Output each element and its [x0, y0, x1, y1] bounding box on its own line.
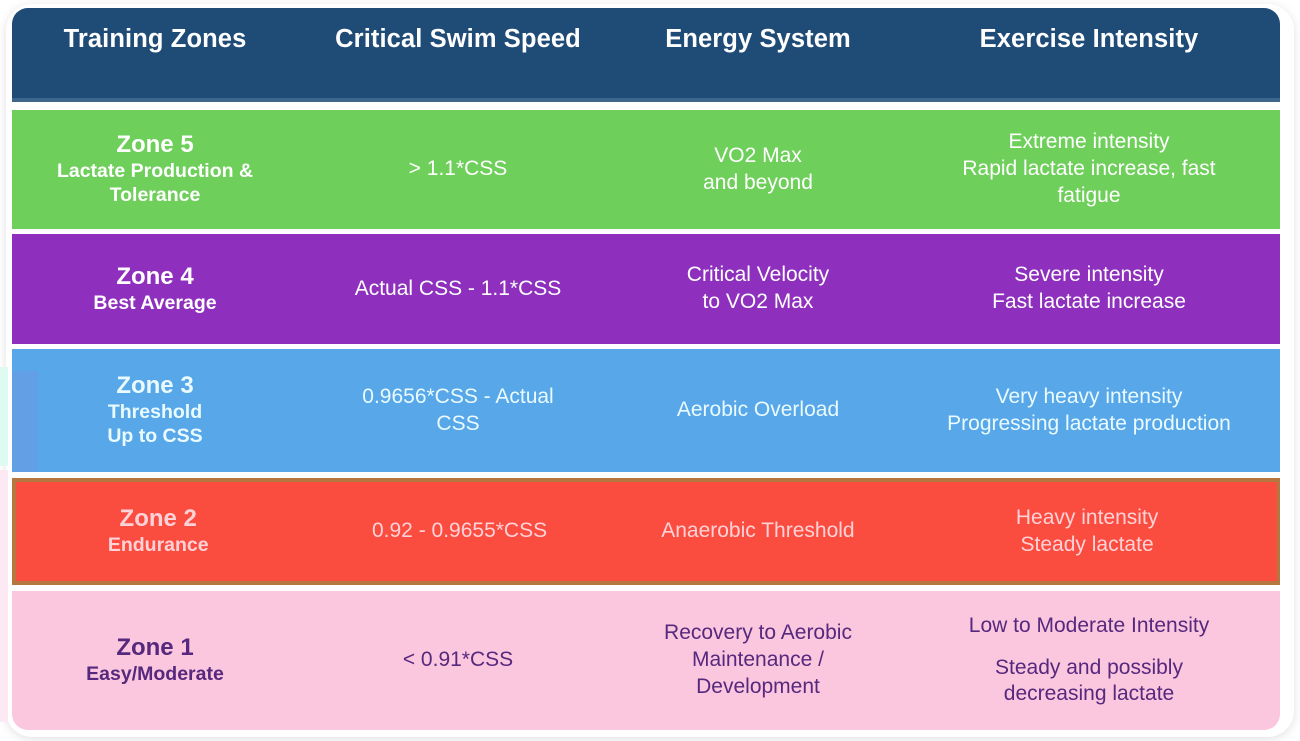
zone-5-intensity-line-3: fatigue: [1057, 183, 1121, 207]
zone-3-title: Zone 3: [116, 372, 194, 400]
zone-1-name-cell: Zone 1 Easy/Moderate: [12, 591, 298, 730]
table-row-zone-5: Zone 5 Lactate Production & Tolerance > …: [12, 110, 1280, 229]
zone-1-intensity-line-3: decreasing lactate: [1003, 682, 1175, 706]
header-cell-exercise-intensity: Exercise Intensity: [898, 8, 1280, 102]
zone-5-energy-cell: VO2 Max and beyond: [618, 110, 898, 229]
header-label-energy-system: Energy System: [665, 25, 851, 53]
zone-3-intensity-line-2: Progressing lactate production: [947, 411, 1231, 435]
zone-3-css-cell: 0.9656*CSS - Actual CSS: [298, 349, 618, 472]
zone-1-intensity-line-1: Low to Moderate Intensity: [968, 613, 1210, 637]
zone-3-css-line-1: 0.9656*CSS - Actual: [362, 384, 554, 408]
header-cell-training-zones: Training Zones: [12, 8, 298, 102]
zone-2-intensity-line-2: Steady lactate: [1020, 532, 1154, 556]
zone-4-intensity-line-2: Fast lactate increase: [992, 290, 1186, 313]
zone-1-energy-line-1: Recovery to Aerobic: [664, 621, 852, 645]
zone-2-title: Zone 2: [119, 505, 197, 533]
zone-5-intensity-line-1: Extreme intensity: [1008, 130, 1170, 154]
zone-2-intensity-cell: Heavy intensity Steady lactate: [897, 482, 1277, 581]
row-edge-tint-zone-3: [0, 367, 8, 466]
zone-1-energy-line-3: Development: [696, 674, 820, 698]
zone-4-energy-line-2: to VO2 Max: [702, 290, 814, 313]
table-row-zone-2: Zone 2 Endurance 0.92 - 0.9655*CSS Anaer…: [12, 478, 1280, 585]
zone-3-subtitle-line-2: Up to CSS: [107, 424, 203, 447]
zone-2-css-cell: 0.92 - 0.9655*CSS: [300, 482, 618, 581]
zone-1-css-cell: < 0.91*CSS: [298, 591, 618, 730]
table-row-zone-1: Zone 1 Easy/Moderate < 0.91*CSS Recovery…: [12, 591, 1280, 730]
zone-4-energy-line-1: Critical Velocity: [686, 263, 830, 287]
zone-1-css-value: < 0.91*CSS: [402, 648, 514, 672]
header-cell-critical-swim-speed: Critical Swim Speed: [298, 8, 618, 102]
zone-1-title: Zone 1: [116, 634, 194, 662]
zone-2-energy-line-1: Anaerobic Threshold: [661, 519, 855, 543]
zone-3-name-cell: Zone 3 Threshold Up to CSS: [12, 349, 298, 472]
zone-5-intensity-cell: Extreme intensity Rapid lactate increase…: [898, 110, 1280, 229]
zone-2-subtitle-line-1: Endurance: [107, 534, 209, 556]
zone-5-css-cell: > 1.1*CSS: [298, 110, 618, 229]
table-row-zone-4: Zone 4 Best Average Actual CSS - 1.1*CSS…: [12, 234, 1280, 344]
zone-5-intensity-line-2: Rapid lactate increase, fast: [962, 157, 1216, 181]
zone-3-intensity-cell: Very heavy intensity Progressing lactate…: [898, 349, 1280, 472]
zone-2-css-value: 0.92 - 0.9655*CSS: [371, 519, 548, 543]
zone-4-intensity-line-1: Severe intensity: [1014, 263, 1164, 287]
zone-5-subtitle-line-2: Tolerance: [109, 183, 201, 206]
header-cell-energy-system: Energy System: [618, 8, 898, 102]
zone-4-energy-cell: Critical Velocity to VO2 Max: [618, 234, 898, 344]
zone-1-energy-cell: Recovery to Aerobic Maintenance / Develo…: [618, 591, 898, 730]
zone-3-energy-cell: Aerobic Overload: [618, 349, 898, 472]
zone-4-subtitle-line-1: Best Average: [93, 291, 217, 314]
zone-3-energy-line-1: Aerobic Overload: [676, 398, 840, 422]
table-row-zone-3: Zone 3 Threshold Up to CSS 0.9656*CSS - …: [12, 349, 1280, 472]
zone-4-title: Zone 4: [116, 262, 194, 290]
zone-5-css-value: > 1.1*CSS: [408, 157, 508, 181]
header-label-exercise-intensity: Exercise Intensity: [979, 25, 1199, 53]
zone-5-energy-line-2: and beyond: [703, 170, 813, 194]
zone-3-css-line-2: CSS: [436, 411, 480, 435]
header-underline: [12, 98, 1280, 102]
zone-1-intensity-cell: Low to Moderate Intensity Steady and pos…: [898, 591, 1280, 730]
header-label-critical-swim-speed: Critical Swim Speed: [335, 25, 581, 53]
zone-1-subtitle-line-1: Easy/Moderate: [86, 663, 224, 685]
zone-4-css-cell: Actual CSS - 1.1*CSS: [298, 234, 618, 344]
zone-5-energy-line-1: VO2 Max: [714, 143, 802, 167]
zone-5-subtitle-line-1: Lactate Production &: [56, 160, 254, 183]
row-edge-tint-lower: [0, 470, 8, 722]
training-zones-table: Training Zones Critical Swim Speed Energ…: [12, 8, 1280, 730]
zone-4-name-cell: Zone 4 Best Average: [12, 234, 298, 344]
zone-1-intensity-line-2: Steady and possibly: [995, 655, 1183, 679]
zone-2-energy-cell: Anaerobic Threshold: [619, 482, 897, 581]
zone-3-intensity-line-1: Very heavy intensity: [995, 384, 1183, 408]
zone-2-name-cell: Zone 2 Endurance: [16, 482, 300, 581]
zone-4-intensity-cell: Severe intensity Fast lactate increase: [898, 234, 1280, 344]
zone-3-subtitle-line-1: Threshold: [107, 401, 203, 424]
zone-3-left-edge-tint: [12, 371, 38, 472]
zone-5-title: Zone 5: [116, 131, 194, 159]
zone-2-intensity-line-1: Heavy intensity: [1015, 505, 1159, 529]
table-header-row: Training Zones Critical Swim Speed Energ…: [12, 8, 1280, 102]
zone-4-css-value: Actual CSS - 1.1*CSS: [354, 276, 562, 300]
zone-5-name-cell: Zone 5 Lactate Production & Tolerance: [12, 110, 298, 229]
header-label-training-zones: Training Zones: [63, 25, 247, 53]
zone-1-energy-line-2: Maintenance /: [692, 648, 824, 672]
